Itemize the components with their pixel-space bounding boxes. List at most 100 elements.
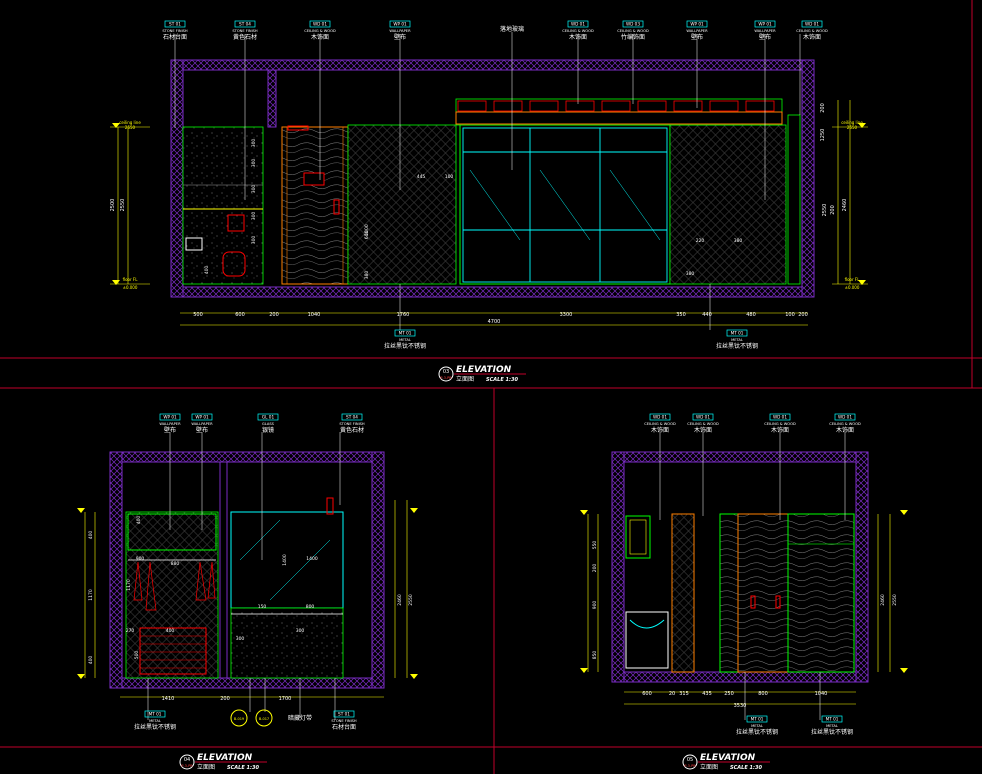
material-tag-sub: STONE FINISH [331,719,357,723]
dimension-value: 2460 [880,594,886,606]
dimension-value: 1410 [162,696,175,702]
wall-section-left [170,59,184,298]
material-tag-sub: WALLPAPER [159,422,181,426]
top-tag-leaders [174,32,801,330]
dimension-value: 2500 [110,199,116,212]
vanity-counter [230,607,344,679]
dimension-value: 1170 [88,589,94,601]
dimension-value: 600 [642,691,652,697]
dimension-value: 600 [235,312,245,318]
dimension-value: 200 [830,205,836,215]
material-tag-code: MT 01 [149,712,162,717]
dimension-value: 850 [592,651,598,660]
toilet-cistern [227,214,245,232]
material-tag-box [164,20,186,28]
material-tag-box [726,329,748,337]
material-tag-code: WD 01 [313,22,327,27]
dimension-value: 500 [193,312,203,318]
section-callout: B-017 [259,717,269,721]
material-tag-code: WP 01 [393,22,407,27]
dimension-value: 100 [445,174,454,180]
dimension-value: 800 [306,604,315,610]
dimension-value: 400 [166,628,175,634]
dimension-value: 1250 [820,129,826,142]
dimension-value: 4700 [488,319,501,325]
paper-holder [185,237,203,251]
material-tag-box [191,413,213,421]
material-tag-label: 竹编饰面 [621,33,645,41]
dimension-value: 300 [251,139,257,148]
material-tag-box [821,715,843,723]
wood-panel-c [787,513,855,673]
material-tag-label: 木饰面 [311,33,329,41]
material-tag-box [159,413,181,421]
dimension-value: 400 [88,531,94,540]
material-tag-code: WD 01 [696,415,710,420]
material-tag-box [746,715,768,723]
dimension-value: 445 [417,174,426,180]
wardrobe-top-shelf [127,513,217,551]
material-tag-label: 暗藏灯带 [288,714,312,722]
material-tag-sub: WALLPAPER [686,29,708,33]
material-tag-box [144,710,166,718]
material-tag-label: 黄色石材 [233,33,257,41]
material-tag-code: WD 03 [626,22,640,27]
material-tag-code: WP 01 [163,415,177,420]
title-scale: SCALE 1:30 [730,765,762,771]
title-bubble [438,366,454,382]
dimension-value: 400 [88,656,94,665]
level-label: ceiling line [841,120,863,125]
material-tag-box [834,413,856,421]
title-ref: P-3-PR [684,764,696,768]
level-label: floor FL [123,277,139,282]
wall-section-right [801,59,815,298]
section-callout: B-019 [234,717,244,721]
material-tag-box [309,20,331,28]
level-label: ceiling line [119,120,141,125]
material-tag-label: 木饰面 [569,33,587,41]
level-value: ±0.000 [123,285,138,290]
title-bubble [179,754,195,770]
material-tag-label: 壁布 [196,426,208,434]
dimension-value: 200 [592,564,598,573]
dimension-value: 550 [592,541,598,550]
dimension-value: 440 [702,312,712,318]
bamboo-ceiling [455,98,783,126]
material-tag-box [341,413,363,421]
dimension-value: 220 [696,238,705,244]
material-tag-box [389,20,411,28]
wallpaper-panel-right [669,124,787,285]
material-tag-label: 石材台面 [163,33,187,41]
glass-window [459,124,671,285]
material-tag-label: 落地玻璃 [500,25,524,33]
material-tag-code: ST 04 [239,22,251,27]
dimension-value: 380 [686,271,695,277]
silver-mirror [230,511,344,609]
title-number: 03 [443,369,449,375]
door-handle [333,199,340,215]
dimension-value: 2550 [120,199,126,212]
column-section [267,69,277,128]
dimension-value: 3300 [560,312,573,318]
title-number: 05 [687,757,693,763]
wall-cabinet [625,515,651,559]
material-tag-box [333,710,355,718]
material-tag-sub: METAL [826,724,838,728]
material-tag-box [649,413,671,421]
material-tag-label: 银镜 [262,426,274,434]
curtain-track [787,114,801,285]
material-tag-label: 拉丝黑钛不锈钢 [384,342,426,350]
level-value: ±0.000 [845,285,860,290]
dimension-value: 500 [134,651,140,660]
dimension-value: 380 [734,238,743,244]
material-tag-code: WP 01 [758,22,772,27]
wall-hung-toilet [222,251,246,277]
material-tag-box [622,20,644,28]
dimension-value: 2550 [892,594,898,606]
material-tag-label: 木饰面 [694,426,712,434]
material-tag-code: WD 01 [805,22,819,27]
wood-panel-a [719,513,739,673]
wood-door-b [737,513,789,673]
